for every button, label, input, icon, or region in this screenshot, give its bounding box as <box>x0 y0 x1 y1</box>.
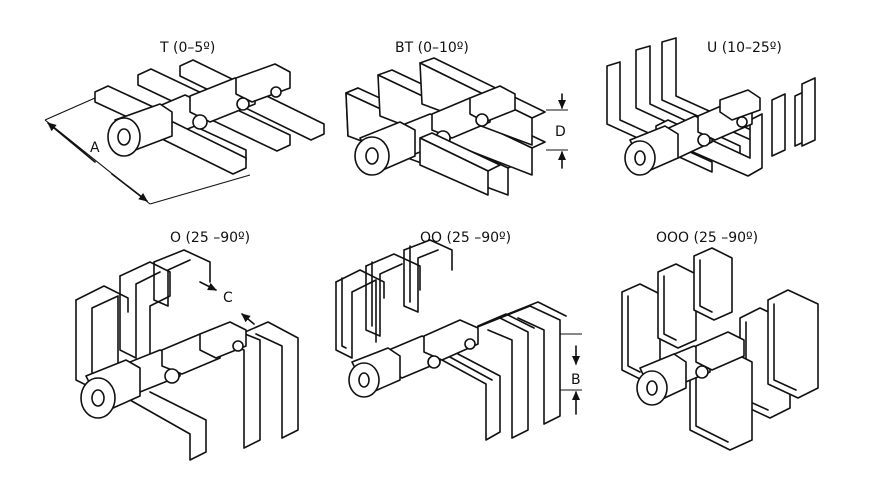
oo-loop-5 <box>499 305 561 425</box>
panel-oo: OO (25 –90º) B <box>335 230 582 441</box>
t-chain-link-3 <box>235 63 291 103</box>
o-loop-1 <box>75 295 119 389</box>
u-prong-1 <box>606 61 713 173</box>
panel-u-title: U (10–25º) <box>707 40 782 56</box>
oo-loop-front <box>441 353 501 441</box>
o-loop-3 <box>153 249 211 283</box>
u-prong-2 <box>635 45 741 157</box>
panel-ooo-title: OOO (25 –90º) <box>656 230 758 246</box>
panel-bt: BT (0–10º) D <box>345 40 568 196</box>
dimension-a-arrow-top <box>47 122 96 163</box>
bt-chain-link-3 <box>469 85 516 123</box>
u-chain-link-3 <box>719 89 761 121</box>
ooo-plate-3 <box>693 247 733 321</box>
panel-oo-title: OO (25 –90º) <box>420 230 511 246</box>
dimension-c-arrow-bottom <box>241 313 255 325</box>
o-loop-front <box>129 391 207 461</box>
oo-chain-link-2 <box>423 319 479 361</box>
dimension-b-label: B <box>571 372 581 388</box>
ooo-chain-link-2 <box>695 331 745 371</box>
oo-loop-2 <box>365 253 421 291</box>
panel-t: T (0–5º) A <box>44 40 325 205</box>
dimension-a-label: A <box>90 140 100 156</box>
ooo-plate-5 <box>767 289 819 399</box>
panel-bt-title: BT (0–10º) <box>395 40 469 56</box>
dimension-d-label: D <box>555 124 566 140</box>
o-loop-5 <box>235 321 299 439</box>
panel-o: O (25 –90º) C <box>75 230 299 461</box>
o-chain-link-3 <box>199 321 247 359</box>
oo-loop-3 <box>403 239 453 271</box>
panel-u: U (10–25º) <box>606 37 816 177</box>
dimension-a-arrow-bottom <box>111 173 148 202</box>
panel-t-title: T (0–5º) <box>159 40 215 56</box>
panel-o-title: O (25 –90º) <box>170 230 250 246</box>
oo-loop-1 <box>335 279 377 359</box>
ooo-plate-2 <box>657 263 697 349</box>
o-loop-2 <box>119 261 171 361</box>
dimension-c-label: C <box>223 290 233 306</box>
bt-plate-front <box>419 137 489 196</box>
dimension-c-arrow-top <box>199 281 217 291</box>
panel-ooo: OOO (25 –90º) <box>621 230 819 451</box>
